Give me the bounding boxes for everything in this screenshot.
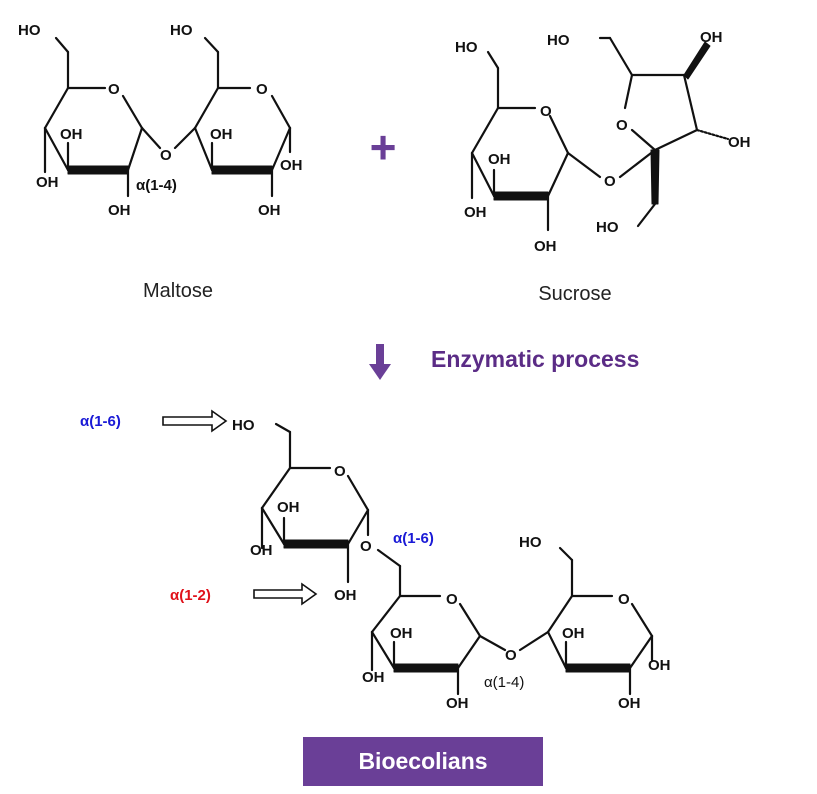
sucrose-label-ho-2: HO (547, 32, 570, 49)
product-ring-top-bonds (260, 422, 402, 598)
maltose-label-oh-6: OH (258, 202, 281, 219)
maltose-label-oh-4: OH (280, 157, 303, 174)
maltose-label-oh-5: OH (108, 202, 131, 219)
sucrose-label-oh-4: OH (464, 204, 487, 221)
callout-a16-top-label: α(1-6) (80, 413, 121, 430)
plus-sign: + (370, 121, 397, 173)
product-label-ho-1: HO (232, 417, 255, 434)
process-label: Enzymatic process (431, 346, 639, 372)
maltose-ring-o-2: O (256, 81, 268, 98)
maltose-linkage-label: α(1-4) (136, 177, 177, 194)
callout-a12: α(1-2) (170, 582, 318, 606)
sucrose-ring-o-1: O (540, 103, 552, 120)
product-label-oh-1: OH (277, 499, 300, 516)
callout-a16-top-arrow (162, 409, 228, 433)
product-label-oh-3: OH (334, 587, 357, 604)
sucrose-label-oh-5: OH (534, 238, 557, 255)
maltose-label-ho-2: HO (170, 22, 193, 39)
sucrose-label-ho-1: HO (455, 39, 478, 56)
product-label-oh-2: OH (250, 542, 273, 559)
callout-a14-label: α(1-4) (484, 674, 524, 691)
product-label-oh-6: OH (446, 695, 469, 712)
product-structure: HO O OH OH OH O O OH OH OH O HO O OH OH … (80, 409, 671, 712)
sucrose-ring-o-2: O (616, 117, 628, 134)
sucrose-name: Sucrose (538, 283, 611, 305)
callout-a12-arrow (253, 582, 318, 606)
process-arrow (369, 344, 391, 380)
maltose-label-oh-2: OH (210, 126, 233, 143)
sucrose-fructose-ring-bonds (598, 36, 730, 228)
maltose-label-oh-1: OH (60, 126, 83, 143)
product-label-oh-5: OH (362, 669, 385, 686)
product-label-oh-4: OH (390, 625, 413, 642)
product-ring-o-3: O (618, 591, 630, 608)
product-ring-o-1: O (334, 463, 346, 480)
product-label-oh-8: OH (648, 657, 671, 674)
product-label-ho-2: HO (519, 534, 542, 551)
product-label-oh-9: OH (618, 695, 641, 712)
product-ring-right-bonds (518, 546, 654, 696)
maltose-name: Maltose (143, 280, 213, 302)
maltose-glycosidic-o: O (160, 147, 172, 164)
product-name: Bioecolians (358, 748, 488, 774)
maltose-ring-1-bonds (43, 36, 162, 198)
sucrose-label-ho-3: HO (596, 219, 619, 236)
product-ring-o-2: O (446, 591, 458, 608)
product-glycosidic-o-1: O (360, 538, 372, 555)
product-ring-middle-bonds (370, 594, 507, 696)
maltose-ring-o-1: O (108, 81, 120, 98)
sucrose-glucose-ring-bonds (470, 50, 602, 232)
sucrose-label-oh-2: OH (488, 151, 511, 168)
sucrose-label-oh-1: OH (700, 29, 723, 46)
product-name-badge: Bioecolians (303, 737, 543, 786)
sucrose-structure: HO HO OH O O OH OH OH O HO OH Sucrose (455, 29, 751, 305)
maltose-ring-2-bonds (173, 36, 292, 198)
sucrose-glycosidic-o: O (604, 173, 616, 190)
sucrose-label-oh-3: OH (728, 134, 751, 151)
callout-a16-mid-label: α(1-6) (393, 530, 434, 547)
product-glycosidic-o-2: O (505, 647, 517, 664)
maltose-label-oh-3: OH (36, 174, 59, 191)
callout-a16-top: α(1-6) (80, 409, 228, 433)
maltose-label-ho-1: HO (18, 22, 41, 39)
callout-a12-label: α(1-2) (170, 587, 211, 604)
product-label-oh-7: OH (562, 625, 585, 642)
maltose-structure: HO HO O O OH OH OH O OH OH OH OH α(1-4) … (18, 22, 303, 302)
